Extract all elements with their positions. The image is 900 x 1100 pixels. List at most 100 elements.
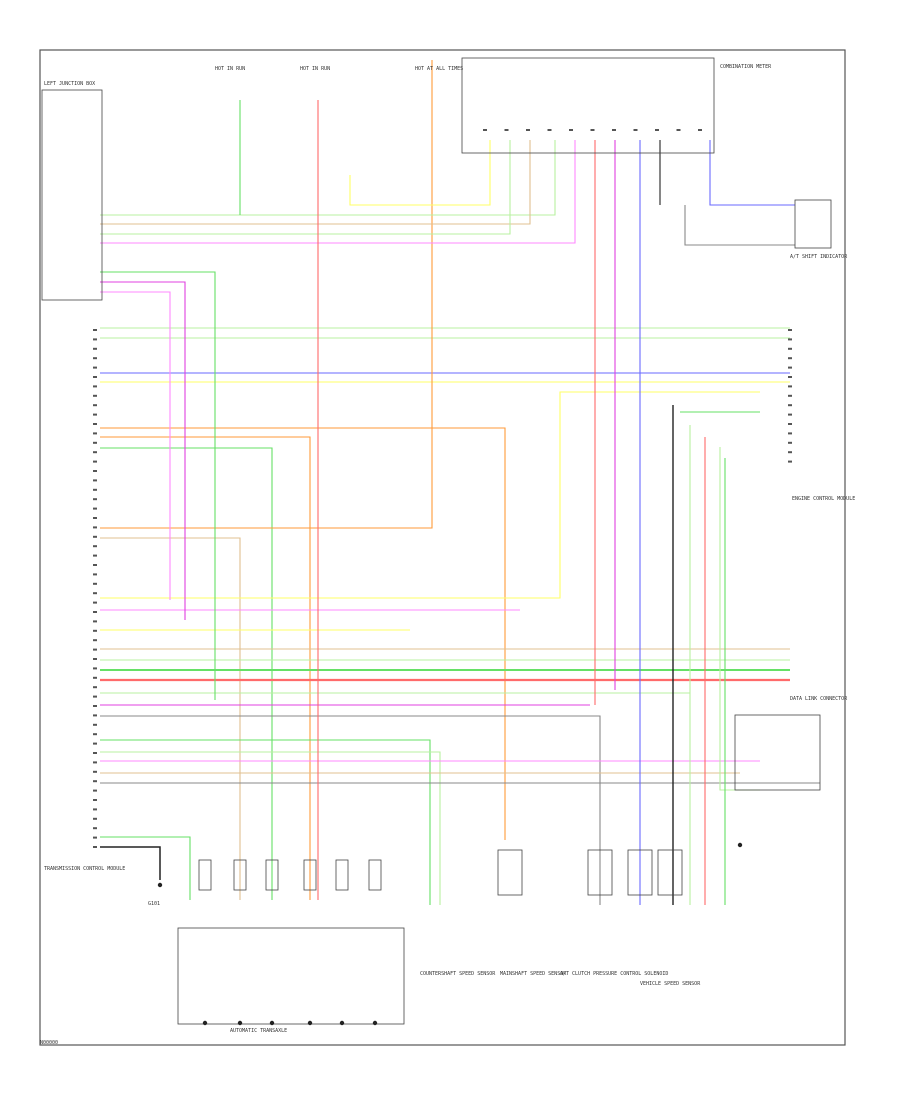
wires-layer — [100, 60, 820, 905]
ecm-pin — [788, 432, 792, 435]
ground-g101 — [157, 882, 163, 888]
transaxle-ground — [202, 1020, 208, 1026]
tcm-pin — [93, 441, 97, 444]
component-label: G101 — [148, 901, 160, 907]
ecm-pin — [788, 404, 792, 407]
tcm-pin — [93, 479, 97, 482]
tcm-pin — [93, 517, 97, 519]
component-label: COMBINATION METER — [720, 64, 772, 70]
tcm-pin — [93, 498, 97, 501]
meter-pin — [569, 129, 573, 131]
tcm-pin — [93, 714, 97, 717]
meter-pin — [504, 129, 509, 131]
tcm-pin — [93, 366, 97, 369]
labels-layer: HOT IN RUN HOT IN RUN HOT AT ALL TIMES LEFT… — [44, 64, 855, 1034]
tcm-pin — [93, 488, 97, 491]
component-label: LEFT JUNCTION BOX — [44, 81, 95, 87]
tcm-pin — [93, 620, 97, 623]
ecm-pin — [788, 385, 792, 388]
wire-h-orange1 — [100, 427, 506, 840]
wire-top-lg2 — [100, 140, 511, 235]
wire-r-lg2 — [719, 447, 760, 791]
tcm-pin — [93, 376, 97, 378]
tcm-pin — [93, 639, 97, 642]
tcm-pin — [93, 592, 97, 595]
wire-h-tan1 — [100, 537, 241, 900]
wire-h-black1 — [100, 846, 161, 880]
tcm-pin — [93, 601, 97, 604]
ecm-pin — [788, 423, 792, 425]
sensor-connector — [657, 849, 683, 896]
tcm-pin — [93, 742, 97, 745]
wire-h-green4 — [100, 836, 191, 900]
tcm-pin — [93, 582, 97, 585]
wire-top-pink1 — [100, 140, 576, 244]
ecm-pin — [788, 329, 792, 331]
tcm-pin — [93, 329, 97, 331]
ecm-pin — [788, 413, 792, 416]
tcm-pin — [93, 658, 97, 660]
tcm-pin — [93, 846, 97, 848]
tcm-pin — [93, 526, 97, 529]
tcm-pin — [93, 808, 97, 811]
indicator-box — [794, 199, 832, 249]
tcm-pin — [93, 404, 97, 407]
wire-h-orange3 — [100, 60, 433, 529]
tcm-pin — [93, 564, 97, 566]
combination-meter-box — [461, 57, 715, 154]
ecm-pin — [788, 357, 792, 360]
component-label: HOT IN RUN — [300, 66, 330, 72]
tcm-pin — [93, 535, 97, 538]
tcm-pin — [93, 789, 97, 792]
tcm-pin — [93, 554, 97, 557]
ecm-pin — [788, 338, 792, 341]
wire-h-green3 — [100, 739, 431, 905]
component-label: HOT IN RUN — [215, 66, 245, 72]
tcm-pin — [93, 827, 97, 830]
wire-v-blue-right — [709, 140, 795, 206]
automatic-transaxle-box — [177, 927, 405, 1025]
transaxle-connector — [335, 859, 349, 891]
tcm-pin — [93, 338, 97, 341]
tcm-pin — [93, 423, 97, 425]
wire-h-lg5 — [100, 751, 441, 905]
meter-pin — [676, 129, 681, 131]
tcm-pin — [93, 357, 97, 360]
component-label: COUNTERSHAFT SPEED SENSOR — [420, 971, 496, 977]
sensor-connector — [587, 849, 613, 896]
component-label: MAINSHAFT SPEED SENSOR — [500, 971, 567, 977]
component-label: VEHICLE SPEED SENSOR — [640, 981, 701, 987]
wire-top-mag1 — [100, 281, 186, 620]
wire-v-gray-right — [684, 205, 795, 246]
tcm-pin — [93, 705, 97, 707]
ecm-pin — [788, 366, 792, 369]
meter-pin — [526, 129, 530, 131]
tcm-pin — [93, 629, 97, 632]
tcm-pin — [93, 752, 97, 754]
tcm-pin — [93, 507, 97, 510]
wire-h-gray1 — [100, 715, 601, 905]
tcm-pin — [93, 836, 97, 839]
reference-code: N00000 — [40, 1040, 59, 1046]
ecm-pin — [788, 441, 792, 444]
tcm-pin — [93, 648, 97, 651]
transaxle-ground — [269, 1020, 275, 1026]
ecm-pin — [788, 394, 792, 397]
tcm-pin — [93, 545, 97, 548]
sensor-connector — [497, 849, 523, 896]
tcm-pin — [93, 451, 97, 454]
meter-pin — [633, 129, 638, 131]
transaxle-connector — [265, 859, 279, 891]
tcm-pin — [93, 432, 97, 435]
tcm-pin — [93, 470, 97, 472]
meter-pin — [590, 129, 595, 131]
tcm-pin — [93, 676, 97, 679]
transaxle-ground — [307, 1020, 313, 1026]
left-switch-box — [41, 89, 103, 301]
component-label: HOT AT ALL TIMES — [415, 66, 463, 72]
tcm-pin — [93, 573, 97, 576]
tcm-pin — [93, 723, 97, 726]
wire-top-lg1 — [100, 140, 556, 216]
component-label: DATA LINK CONNECTOR — [790, 696, 848, 702]
